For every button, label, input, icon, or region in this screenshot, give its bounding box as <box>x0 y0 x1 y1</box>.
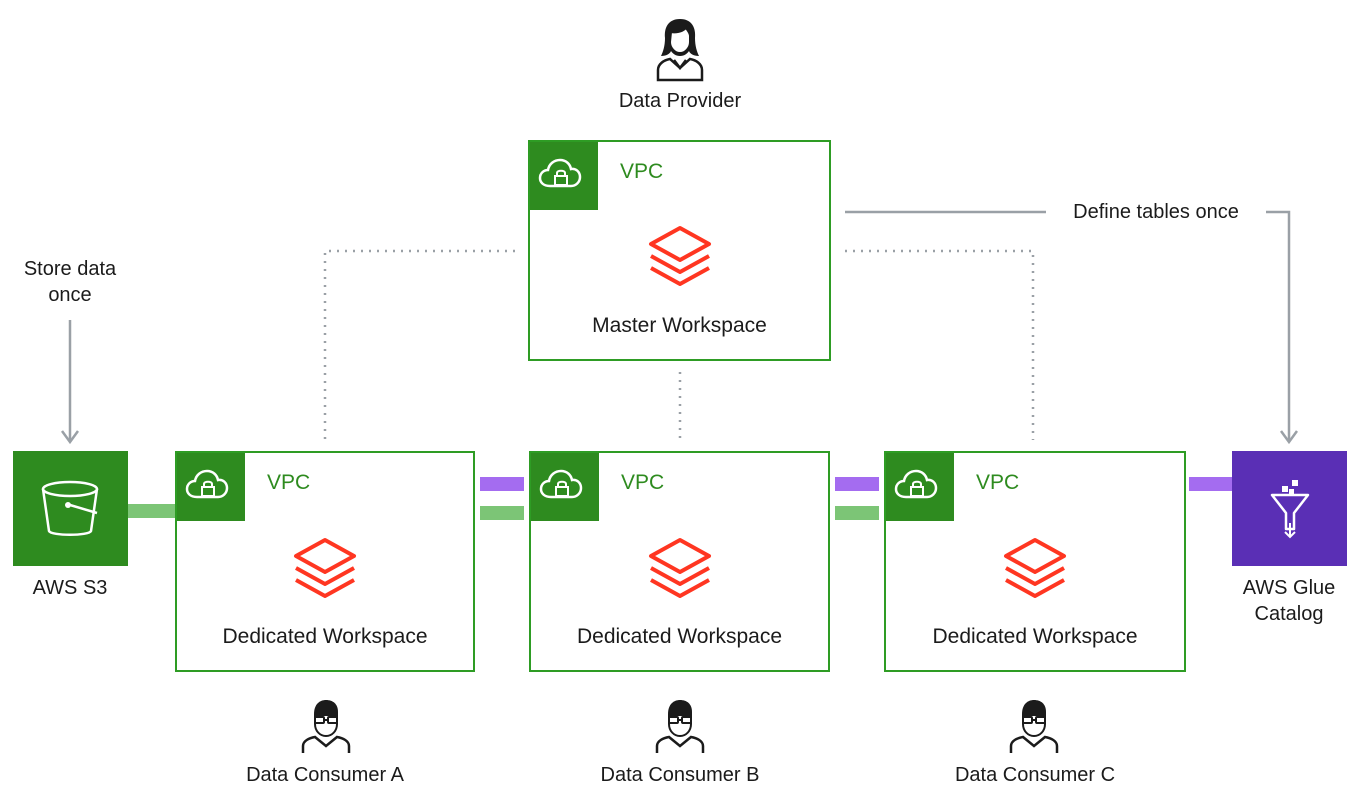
master-workspace-box: VPC Master Workspace <box>528 140 831 361</box>
consumer-a-label: Data Consumer A <box>246 764 404 786</box>
b-c-link-green <box>835 506 879 520</box>
dedicated-workspace-a-box: VPC Dedicated Workspace <box>175 451 475 672</box>
vpc-badge <box>177 453 245 521</box>
define-tables-arrow-line-right <box>1266 210 1291 440</box>
consumer-b-label: Data Consumer B <box>600 764 760 786</box>
vpc-badge <box>531 453 599 521</box>
consumer-c-label: Data Consumer C <box>954 764 1116 786</box>
store-data-note-line2: once <box>48 284 92 306</box>
store-data-note-line1: Store data <box>23 258 117 280</box>
dedicated-workspace-b-box: VPC Dedicated Workspace <box>529 451 830 672</box>
c-glue-link-purple <box>1189 477 1232 491</box>
consumer-b-person-icon <box>655 700 705 753</box>
data-provider-person-icon <box>656 19 704 82</box>
vpc-label: VPC <box>620 160 664 183</box>
a-b-link-green <box>480 506 524 520</box>
aws-glue-label-line1: AWS Glue <box>1242 577 1336 599</box>
dedicated-workspace-c-box: VPC Dedicated Workspace <box>884 451 1186 672</box>
glue-funnel-icon <box>1270 480 1310 539</box>
aws-s3-label: AWS S3 <box>32 577 108 599</box>
dotted-link-master-to-c <box>845 249 1035 440</box>
vpc-label: VPC <box>976 471 1020 494</box>
databricks-stack-icon <box>648 226 711 286</box>
vpc-badge <box>530 142 598 210</box>
dotted-link-master-to-a <box>323 249 515 440</box>
databricks-stack-icon <box>1004 538 1066 598</box>
data-provider-label: Data Provider <box>618 90 742 112</box>
dedicated-workspace-label: Dedicated Workspace <box>932 625 1138 648</box>
master-workspace-label: Master Workspace <box>592 314 767 337</box>
aws-glue-tile <box>1232 451 1347 566</box>
define-tables-note: Define tables once <box>1073 201 1239 223</box>
aws-s3-tile <box>13 451 128 566</box>
b-c-link-purple <box>835 477 879 491</box>
bucket-icon <box>41 480 99 536</box>
cloud-lock-icon <box>539 469 583 499</box>
dedicated-workspace-label: Dedicated Workspace <box>222 625 428 648</box>
vpc-label: VPC <box>621 471 665 494</box>
cloud-lock-icon <box>185 469 229 499</box>
a-b-link-purple <box>480 477 524 491</box>
dedicated-workspace-label: Dedicated Workspace <box>576 625 783 648</box>
store-data-arrowhead <box>60 430 80 445</box>
databricks-stack-icon <box>648 538 711 598</box>
vpc-badge <box>886 453 954 521</box>
cloud-lock-icon <box>894 469 938 499</box>
consumer-c-person-icon <box>1009 700 1059 753</box>
databricks-stack-icon <box>294 538 356 598</box>
s3-link-green <box>128 504 175 518</box>
vpc-label: VPC <box>267 471 311 494</box>
aws-glue-label-line2: Catalog <box>1254 603 1324 625</box>
define-tables-arrowhead <box>1279 430 1299 445</box>
consumer-a-person-icon <box>301 700 351 753</box>
cloud-lock-icon <box>538 158 582 188</box>
